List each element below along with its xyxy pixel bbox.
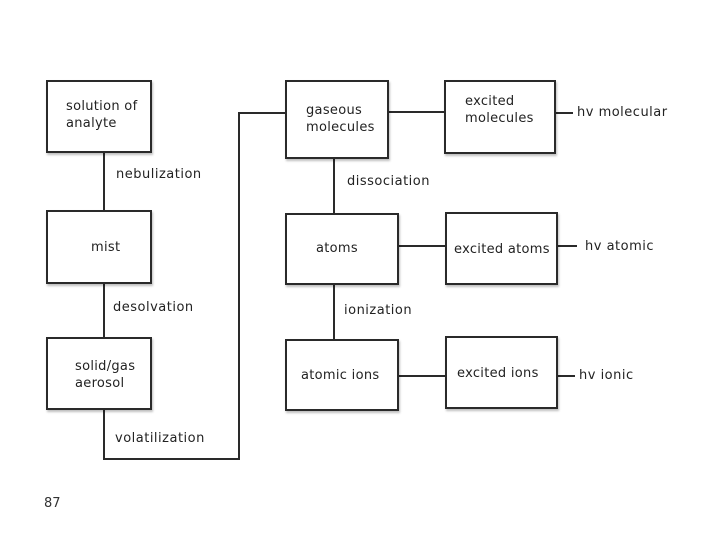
step-nebulization: nebulization — [116, 167, 202, 182]
step-ionization: ionization — [344, 303, 413, 318]
box-excited-atoms-label: excited atoms — [454, 242, 550, 257]
connector-solution-mist — [103, 152, 105, 210]
box-mist: mist — [46, 210, 152, 284]
emission-ionic: hv ionic — [579, 368, 634, 383]
connector-ions-excited — [398, 375, 446, 377]
connector-atoms-excited — [398, 245, 446, 247]
emission-atomic: hv atomic — [585, 239, 655, 254]
emission-molecular: hv molecular — [577, 105, 668, 120]
step-volatilization: volatilization — [115, 431, 205, 446]
box-excited-molecules: excited molecules — [444, 80, 556, 154]
box-gaseous-label: gaseous molecules — [306, 103, 375, 135]
connector-excited-atoms-emission — [557, 245, 577, 247]
box-solid-gas-aerosol: solid/gas aerosol — [46, 337, 152, 410]
box-atoms: atoms — [285, 213, 399, 285]
box-aerosol-label: solid/gas aerosol — [75, 359, 136, 391]
box-excited-molecules-label: excited molecules — [465, 94, 534, 126]
box-atoms-label: atoms — [316, 241, 358, 256]
connector-aerosol-down — [103, 409, 105, 459]
box-mist-label: mist — [91, 240, 121, 255]
box-excited-ions-label: excited ions — [457, 366, 539, 381]
box-excited-atoms: excited atoms — [445, 212, 558, 285]
box-solution-label: solution of analyte — [66, 99, 138, 131]
step-desolvation: desolvation — [113, 300, 194, 315]
connector-excited-ions-emission — [557, 375, 575, 377]
box-excited-ions: excited ions — [445, 336, 558, 409]
step-dissociation: dissociation — [347, 174, 430, 189]
box-gaseous-molecules: gaseous molecules — [285, 80, 389, 159]
connector-volatilization-bottom — [103, 458, 240, 460]
box-atomic-ions-label: atomic ions — [301, 368, 380, 383]
connector-volatilization-gaseous — [238, 112, 286, 114]
box-solution-of-analyte: solution of analyte — [46, 80, 152, 153]
connector-excited-molecules-emission — [555, 112, 573, 114]
connector-atoms-ions — [333, 284, 335, 340]
connector-gaseous-excited — [388, 111, 445, 113]
connector-mist-aerosol — [103, 283, 105, 337]
box-atomic-ions: atomic ions — [285, 339, 399, 411]
connector-volatilization-up — [238, 112, 240, 460]
page-number: 87 — [44, 496, 61, 511]
connector-gaseous-atoms — [333, 158, 335, 214]
